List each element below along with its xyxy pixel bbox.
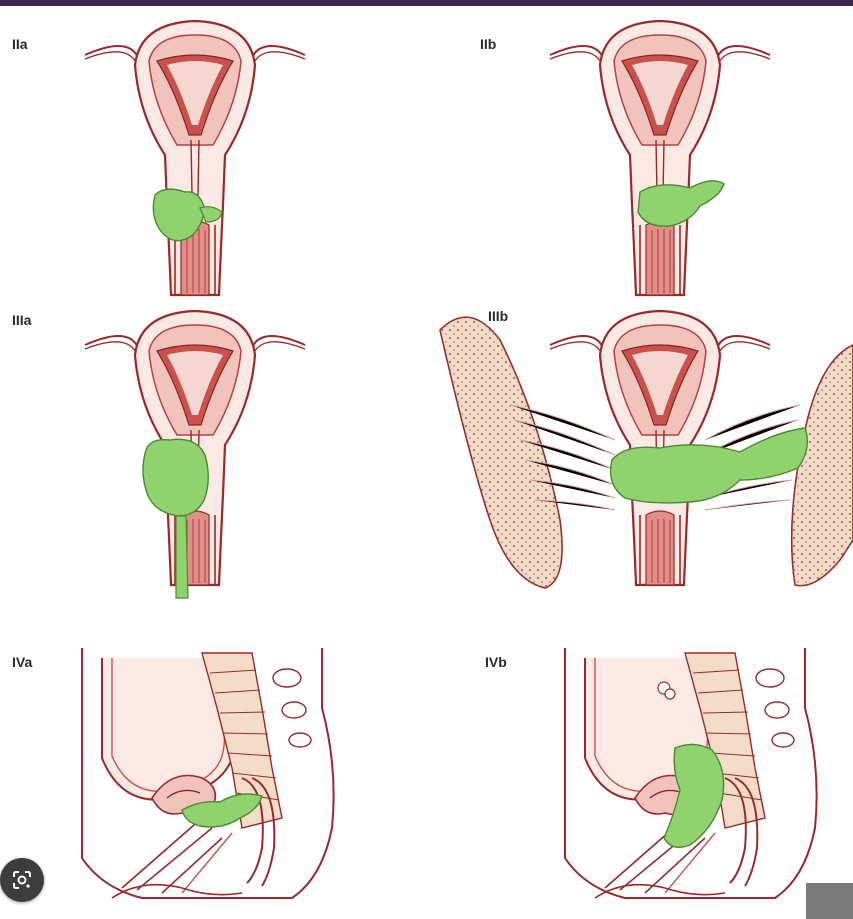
panel-iiib-illustration	[440, 311, 853, 588]
corner-overlay	[806, 883, 853, 919]
panel-label-iiib: IIIb	[488, 308, 508, 324]
google-lens-button[interactable]	[0, 858, 44, 902]
panel-label-iva: IVa	[12, 654, 32, 670]
google-lens-icon	[10, 868, 34, 892]
panel-label-ivb: IVb	[485, 654, 507, 670]
panel-iib-illustration	[550, 21, 770, 295]
panel-iia-illustration	[85, 21, 305, 295]
panel-label-iiia: IIIa	[12, 312, 31, 328]
panel-iva-illustration	[82, 648, 334, 898]
panel-label-iia: IIa	[12, 36, 28, 52]
panel-label-iib: IIb	[480, 36, 496, 52]
panel-ivb-illustration	[565, 648, 817, 898]
panel-iiia-illustration	[85, 311, 305, 598]
